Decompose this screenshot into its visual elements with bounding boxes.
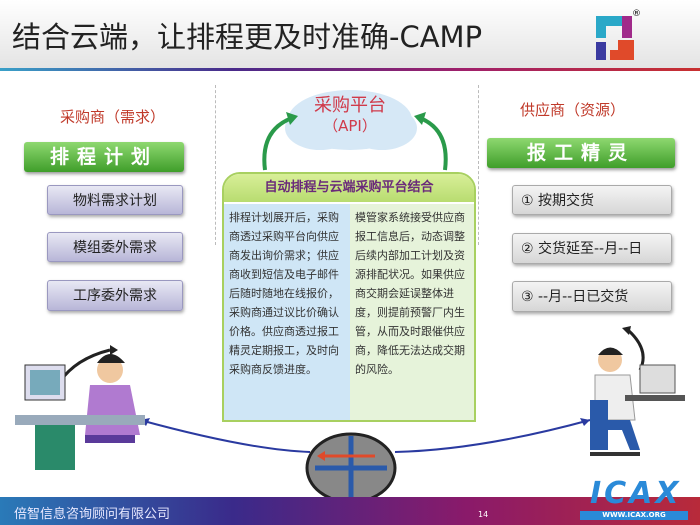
globe-icon (305, 432, 397, 500)
supplier-item: ① 按期交货 (512, 185, 672, 215)
company-name: 倍智信息咨询顾问有限公司 (14, 507, 171, 522)
header-rule (0, 68, 700, 71)
svg-text:®: ® (632, 9, 641, 19)
info-panel: 自动排程与云端采购平台结合 排程计划展开后，采购商透过采购平台向供应商发出询价需… (222, 172, 476, 422)
buyer-person-icon (15, 354, 145, 470)
title-bar (0, 0, 700, 68)
panel-left-text: 排程计划展开后，采购商透过采购平台向供应商发出询价需求；供应商收到短信及电子邮件… (224, 204, 350, 420)
supplier-heading: 供应商（资源） (520, 101, 626, 119)
page-title: 结合云端，让排程更及时准确-CAMP (12, 20, 483, 54)
panel-right-text: 模管家系统接受供应商报工信息后，动态调整后续内部加工计划及资源排配状况。如果供应… (350, 204, 474, 420)
camp-logo-icon: ® (596, 9, 641, 60)
supplier-item: ② 交货延至--月--日 (512, 233, 672, 264)
icax-url: WWW.ICAX.ORG (580, 511, 688, 520)
buyer-heading: 采购商（需求） (60, 108, 166, 126)
platform-title: 采购平台 (314, 95, 386, 116)
schedule-plan-bar: 排程计划 (24, 142, 184, 172)
page-number: 14 (478, 510, 489, 519)
divider (215, 85, 216, 245)
supplier-person-icon (590, 347, 685, 456)
divider (478, 85, 479, 245)
icax-logo: ICAX (590, 476, 682, 511)
platform-subtitle: （API） (323, 117, 377, 135)
buyer-item: 工序委外需求 (47, 280, 183, 311)
platform-label: 采购平台 （API） (300, 96, 400, 136)
cloud-icon (262, 90, 448, 171)
buyer-item: 物料需求计划 (47, 185, 183, 215)
report-wizard-bar: 报工精灵 (487, 138, 675, 168)
panel-title: 自动排程与云端采购平台结合 (224, 174, 474, 202)
buyer-item: 模组委外需求 (47, 232, 183, 262)
connection-arcs (53, 326, 645, 453)
supplier-item: ③ --月--日已交货 (512, 281, 672, 312)
